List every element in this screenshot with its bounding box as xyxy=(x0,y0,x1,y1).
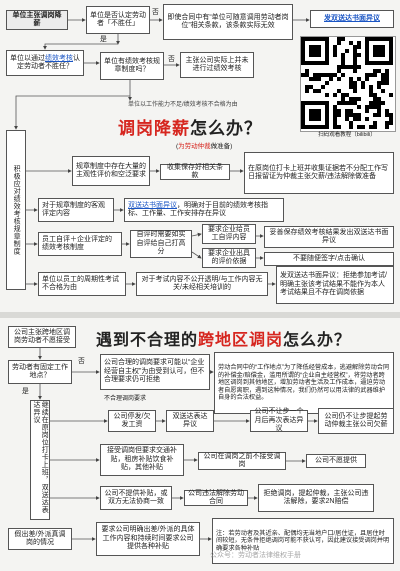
p2-q1-yes-label: 是 xyxy=(22,388,29,395)
p1-q1-result-text: 即使合同中有“单位可随意调用劳动者岗位”相关条款，该条款实际无效 xyxy=(167,13,289,29)
p2-r2-box: 接受调岗但要求交通补贴，租房补贴饮食补贴，其他补贴 xyxy=(100,444,184,476)
p1-q1-no-label: 否 xyxy=(152,9,159,16)
p1-r3-branch1-box: 要求企业给员工自评内容 xyxy=(202,224,256,244)
p1-r1-right-box: 在原岗位打卡上班并收集证据若不分配工作写日报留证为仲裁主张欠薪/违法解除做准备 xyxy=(244,152,394,194)
p1-q1-text: 单位是否认定劳动者「不胜任」 xyxy=(90,11,146,27)
p2-r2-mid-box: 公司在调岗之前不接受调岗 xyxy=(198,452,286,470)
p2-r1-r2-box: 公司仍不让步提起劳动仲裁主张公司欠薪 xyxy=(318,408,394,434)
p1-q3-result-text: 主张公司实际上并未进行过绩效考核 xyxy=(185,56,249,72)
p2-no-res1-text: 公司合理的调岗要求可能以“企业经营自主权”为由受到认可，但不合理要求仍可拒绝 xyxy=(104,359,205,384)
p2-start-box: 公司主张跨地区调岗劳动者不愿接受 xyxy=(8,326,76,348)
p1-byline-post: 做准备) xyxy=(210,143,233,150)
p1-q2-pre: 单位以通过 xyxy=(10,54,45,62)
p1-q3-result-box: 主张公司实际上并未进行过绩效考核 xyxy=(180,52,254,78)
p2-no-res2-text: 劳动合同中的“工作地点”为了降低经营成本，逃避解除劳动合同的补偿金/赔偿金，滥用… xyxy=(218,364,390,402)
p1-q1-box: 单位是否认定劳动者「不胜任」 xyxy=(86,6,150,34)
p2-no-res1-box: 公司合理的调岗要求可能以“企业经营自主权”为由受到认可，但不合理要求仍可拒绝 xyxy=(100,354,210,390)
p2-start-text: 公司主张跨地区调岗劳动者不愿接受 xyxy=(14,328,70,344)
p1-issue-notice-text: 发双送达书面异议 xyxy=(324,14,380,22)
p1-vertical-label: 积极应对绩效考核规章制度 xyxy=(6,130,26,290)
p2-r1-mid-box: 双送达表达异议 xyxy=(166,410,214,432)
p1-r3-text: 员工自评＋企业评定的绩效考核制度 xyxy=(42,235,112,251)
p2-r2-mid-text: 公司在调岗之前不接受调岗 xyxy=(203,452,281,468)
p1-r3-right2-box: 妥善保存绩效考核结果发出双送达书面异议 xyxy=(264,226,394,248)
p1-r3-branch2-box: 要求企业出具的评价依据 xyxy=(202,248,256,268)
p1-start-box: 单位主张调岗降薪 xyxy=(6,10,68,30)
p1-q1-yes-label: 是 xyxy=(100,36,107,43)
p1-q3-text: 单位有绩效考核规章制度吗？ xyxy=(104,57,160,73)
p2-r3-right-box: 拒绝调岗，提起仲裁，主张公司违法解除，要求2N赔偿 xyxy=(258,484,374,512)
qr-code-image xyxy=(300,36,396,132)
p2-r1-r2-text: 公司仍不让步提起劳动仲裁主张公司欠薪 xyxy=(324,412,388,428)
p2-r3-right-text: 拒绝调岗，提起仲裁，主张公司违法解除，要求2N赔偿 xyxy=(263,489,369,505)
p1-r3-right2-text: 妥善保存绩效考核结果发出双送达书面异议 xyxy=(269,228,389,244)
qr-code-pattern xyxy=(301,37,393,129)
p2-q1-no-label: 否 xyxy=(78,358,85,365)
p2-r1-r1-box: 公司不让步一个月后再次表达异议 xyxy=(250,408,308,433)
p1-r1-right-text: 在原岗位打卡上班并收集证据若不分配工作写日报留证为仲裁主张欠薪/违法解除做准备 xyxy=(248,164,388,180)
p1-r2-box: 对于规章制度的客观评定内容 xyxy=(38,198,114,222)
p2-r1-r1-text: 公司不让步一个月后再次表达异议 xyxy=(254,408,304,433)
p1-r3-mid-text: 自评时需要如实自评给自己打高分 xyxy=(136,231,186,256)
p2-q1-box: 劳动者有固定工作地点？ xyxy=(8,360,72,384)
p1-r4-right-box: 发双送达书面异议：拒绝参加考试/明确主张该考试结果不能作为本人考试结果且不存在调… xyxy=(276,266,394,304)
p2-r1-mid-text: 双送达表达异议 xyxy=(172,412,208,428)
p1-r4-text: 单位以员工的周期性考试不合格为由 xyxy=(42,275,119,291)
p2-no-res2-box: 劳动合同中的“工作地点”为了降低经营成本，逃避解除劳动合同的补偿金/赔偿金，滥用… xyxy=(214,352,394,414)
p1-r1-box: 规章制度中存在大量的主观性评价和空泛要求 xyxy=(72,156,150,186)
section-divider xyxy=(0,312,400,318)
p1-q2-post: 认定劳动者不胜任？ xyxy=(17,54,80,70)
p1-title: 调岗降薪怎么办？ xyxy=(118,114,262,139)
p2-r4-left-text: 假出差/外派真调岗的情况 xyxy=(14,530,66,546)
p2-r3-mid-box: 公司违法解除劳动合同 xyxy=(184,490,248,506)
p1-r3-right3-box: 不要随便签字/点击确认 xyxy=(264,252,394,266)
p1-byline-pre: ( xyxy=(176,143,179,150)
p1-q2-link[interactable]: 绩效考核 xyxy=(45,54,73,62)
p2-r4-mid-box: 要求公司明确出差/外派的具体工作内容和持续时间要求公司提供各种补贴 xyxy=(96,522,200,556)
p2-title-c: 怎么办？ xyxy=(283,330,352,349)
p2-r4-left-box: 假出差/外派真调岗的情况 xyxy=(8,528,72,550)
p1-r4-mid-text: 对于考试内容不公开透明/与工作内容无关/未经相关培训的 xyxy=(141,275,263,291)
p1-r3-branch1-text: 要求企业给员工自评内容 xyxy=(208,225,250,241)
p2-r4-mid-text: 要求公司明确出差/外派的具体工作内容和持续时间要求公司提供各种补贴 xyxy=(101,526,195,551)
p2-vertical-label: 继续在原岗位打卡上班，双送达表达异议 xyxy=(30,400,50,520)
p1-q1-result-box: 即使合同中有“单位可随意调用劳动者岗位”相关条款，该条款实际无效 xyxy=(163,4,293,40)
p1-q2-box: 单位以通过绩效考核认定劳动者不胜任？ xyxy=(6,50,84,76)
p1-r1-mid-box: 收集保存好相关条款 xyxy=(160,164,230,180)
p2-no-res1-sub: 不合理调岗要求 xyxy=(104,396,147,402)
p1-q3-box: 单位有绩效考核规章制度吗？ xyxy=(100,52,164,80)
p1-r3-box: 员工自评＋企业评定的绩效考核制度 xyxy=(38,232,122,256)
p1-r2-mid-text: ，明确对于目前的绩效考核指标、工作量、工作安排存在异议 xyxy=(128,201,268,217)
p1-r3-branch2-text: 要求企业出具的评价依据 xyxy=(208,249,250,265)
watermark-text: 公众号：劳动者法律维权手册 xyxy=(210,552,301,559)
p2-r2-text: 接受调岗但要求交通补贴，租房补贴饮食补贴，其他补贴 xyxy=(107,447,177,472)
p2-title-a: 遇到不合理的 xyxy=(96,330,199,349)
p1-title-black: 怎么办？ xyxy=(190,119,262,139)
p2-r1-box: 公司停发/欠发工资 xyxy=(108,410,156,432)
p2-r4-note-text: 注：若劳动者及其近亲、配偶均无当地户口/居住证，且居住时间较短，无条件拒绝调岗可… xyxy=(216,529,390,552)
p1-byline: (为劳动仲裁做准备) xyxy=(176,140,232,150)
p1-subtitle: 单位以工作能力不足/绩效考核不合格为由 xyxy=(128,102,238,108)
p1-r2-mid-link[interactable]: 双送达书面异议 xyxy=(128,201,177,209)
p2-r1-text: 公司停发/欠发工资 xyxy=(113,412,151,428)
p2-r3-box: 公司不提供补贴，或双方无法协商一致 xyxy=(100,486,172,510)
p1-r4-box: 单位以员工的周期性考试不合格为由 xyxy=(38,272,126,296)
p1-r1-text: 规章制度中存在大量的主观性评价和空泛要求 xyxy=(76,162,146,178)
p1-r2-text: 对于规章制度的客观评定内容 xyxy=(42,201,105,217)
p2-r2-right-box: 公司不愿提供 xyxy=(306,454,366,468)
p1-r4-right-text: 发双送达书面异议：拒绝参加考试/明确主张该考试结果不能作为本人考试结果且不存在调… xyxy=(280,272,387,297)
p1-q3-no-label: 否 xyxy=(168,56,175,63)
p2-q1-text: 劳动者有固定工作地点？ xyxy=(12,363,68,379)
qr-caption: 扫码观看教程（bilibili） xyxy=(318,132,376,138)
p2-r4-note-box: 注：若劳动者及其近亲、配偶均无当地户口/居住证，且居住时间较短，无条件拒绝调岗可… xyxy=(212,518,394,564)
p1-issue-notice-box: 发双送达书面异议 xyxy=(310,10,394,28)
p1-title-red: 调岗降薪 xyxy=(118,119,190,139)
p1-r3-mid-box: 自评时需要如实自评给自己打高分 xyxy=(130,230,192,258)
p1-r4-mid-box: 对于考试内容不公开透明/与工作内容无关/未经相关培训的 xyxy=(136,272,268,296)
p1-r2-mid-box: 双送达书面异议，明确对于目前的绩效考核指标、工作量、工作安排存在异议 xyxy=(124,198,284,222)
p2-title: 遇到不合理的跨地区调岗怎么办？ xyxy=(96,326,351,350)
p1-byline-mid: 为劳动仲裁 xyxy=(178,143,211,150)
p2-title-b: 跨地区调岗 xyxy=(198,330,284,349)
p2-r3-text: 公司不提供补贴，或双方无法协商一致 xyxy=(104,489,168,505)
